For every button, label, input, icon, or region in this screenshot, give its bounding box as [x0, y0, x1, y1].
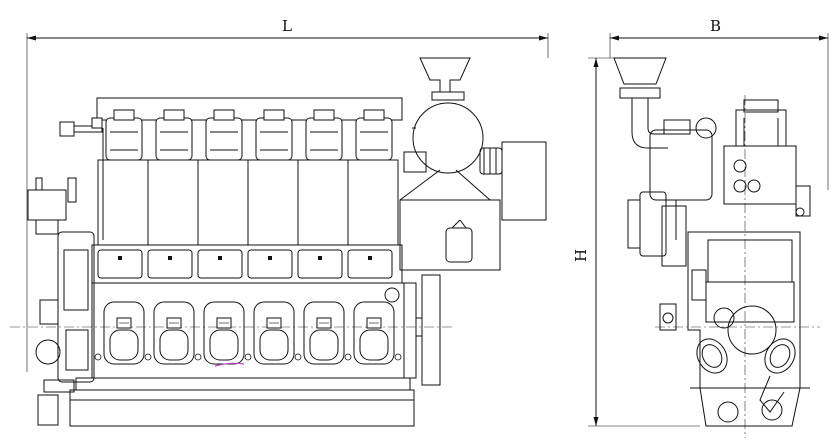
height-dimension: H [572, 57, 700, 427]
turbocharger [412, 102, 484, 174]
cam-covers [97, 249, 393, 279]
engine-side-view [27, 57, 547, 427]
height-label: H [572, 249, 590, 262]
engine-end-view [613, 57, 811, 427]
crankcase-doors [103, 301, 395, 365]
cylinder-covers [105, 109, 393, 161]
length-dimension: L [26, 17, 549, 372]
end-view-ports [696, 338, 796, 413]
breadth-dimension: B [609, 17, 829, 190]
length-label: L [282, 17, 292, 35]
breadth-label: B [710, 17, 721, 35]
